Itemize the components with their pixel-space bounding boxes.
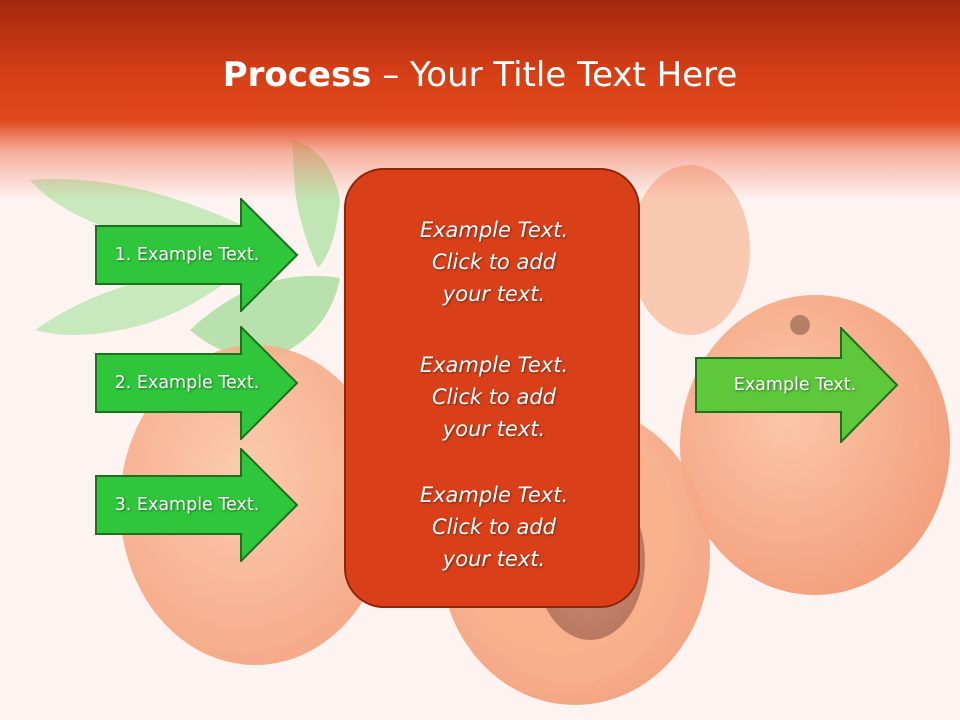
center-text-line: Example Text. <box>419 483 569 507</box>
arrow-right-shape-icon <box>695 327 899 443</box>
center-text-block-2: Example Text. Click to add your text. <box>346 349 642 445</box>
left-arrow-label: 2. Example Text. <box>114 373 260 393</box>
left-arrow-2[interactable]: 2. Example Text. <box>95 326 299 440</box>
title-bold: Process <box>222 55 372 95</box>
arrow-right-shape-icon <box>95 448 299 562</box>
center-text-line: Click to add <box>431 385 556 409</box>
center-text-line: Click to add <box>431 250 556 274</box>
center-text-block-3: Example Text. Click to add your text. <box>346 479 642 575</box>
left-arrow-label: 1. Example Text. <box>114 245 260 265</box>
left-arrow-1[interactable]: 1. Example Text. <box>95 198 299 312</box>
slide-title[interactable]: Process – Your Title Text Here <box>0 52 960 98</box>
center-text-box[interactable]: Example Text. Click to add your text. Ex… <box>344 168 640 608</box>
right-arrow[interactable]: Example Text. <box>695 327 899 443</box>
left-arrow-label: 3. Example Text. <box>114 495 260 515</box>
arrow-right-shape-icon <box>95 326 299 440</box>
title-rest: – Your Title Text Here <box>371 55 738 95</box>
center-text-line: Example Text. <box>419 353 569 377</box>
center-text-line: your text. <box>442 417 546 441</box>
center-text-line: your text. <box>442 282 546 306</box>
right-arrow-label: Example Text. <box>733 375 857 395</box>
center-text-line: Example Text. <box>419 218 569 242</box>
center-text-line: your text. <box>442 547 546 571</box>
header-band <box>0 0 960 200</box>
center-text-block-1: Example Text. Click to add your text. <box>346 214 642 310</box>
left-arrow-3[interactable]: 3. Example Text. <box>95 448 299 562</box>
center-text-line: Click to add <box>431 515 556 539</box>
arrow-right-shape-icon <box>95 198 299 312</box>
